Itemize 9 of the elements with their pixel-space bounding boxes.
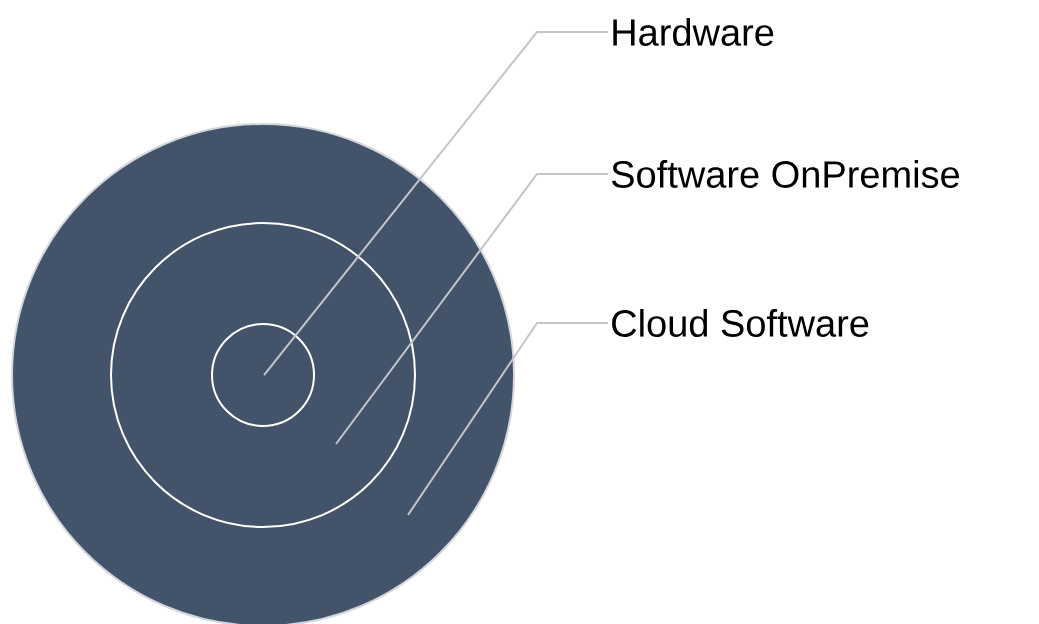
- ring-circle: [211, 323, 315, 427]
- ring-circle: [110, 222, 416, 528]
- leader-line: [407, 322, 609, 516]
- callout-label: Software OnPremise: [611, 160, 960, 188]
- leader-line: [335, 173, 609, 445]
- ring-circle: [11, 123, 515, 624]
- callout-label: Cloud Software: [612, 309, 869, 337]
- callout-label: Hardware: [613, 18, 774, 46]
- leader-line: [263, 31, 609, 376]
